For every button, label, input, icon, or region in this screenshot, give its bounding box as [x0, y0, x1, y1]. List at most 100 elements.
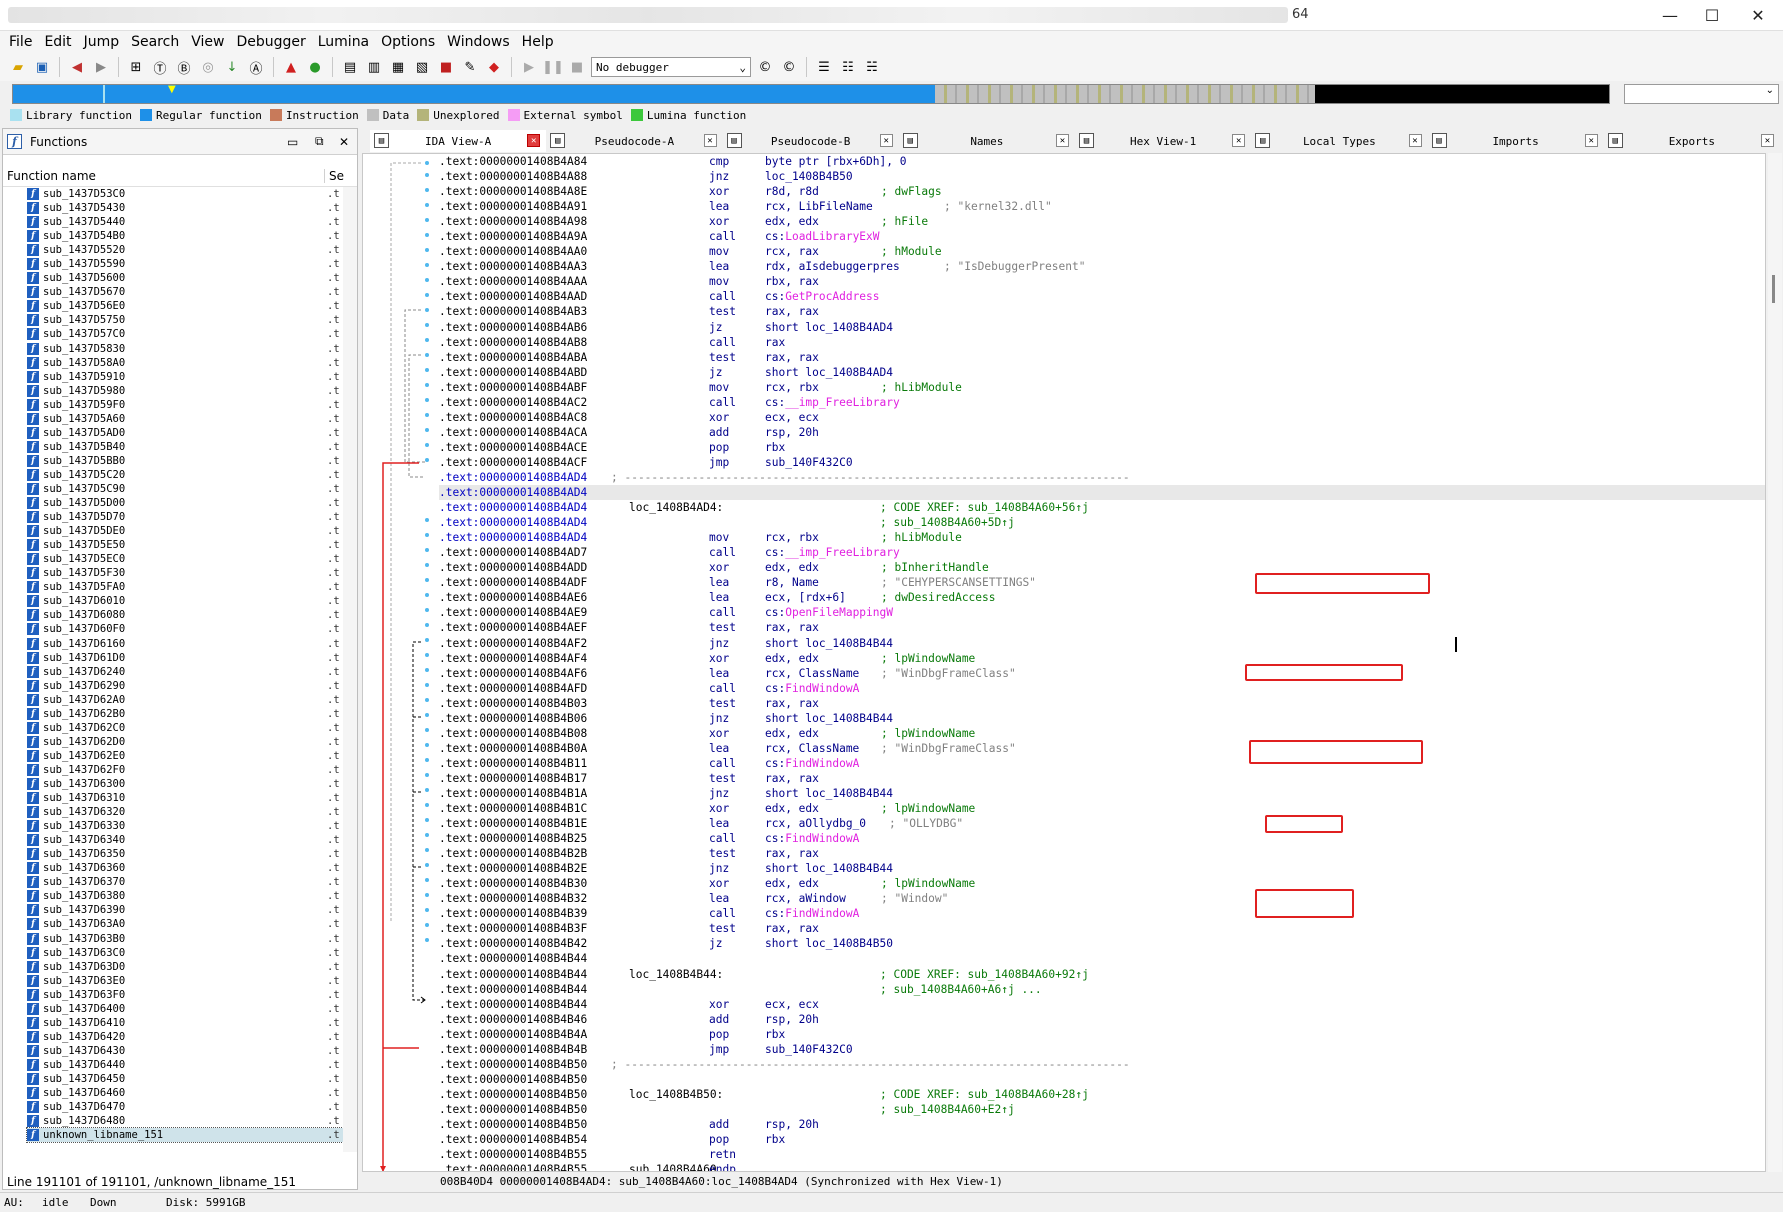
- minimize-button[interactable]: —: [1662, 6, 1678, 25]
- menu-debugger[interactable]: Debugger: [236, 34, 306, 50]
- close-icon[interactable]: ✕: [879, 134, 893, 147]
- disasm-line[interactable]: .text:00000001408B4B50; sub_1408B4A60+E2…: [439, 1102, 1765, 1117]
- tab-pseudocode-b[interactable]: ▤Pseudocode-B✕: [722, 130, 899, 152]
- close-icon[interactable]: ✕: [339, 134, 350, 149]
- forward-icon[interactable]: ▶: [96, 59, 106, 75]
- segment-icon[interactable]: ▤: [343, 59, 357, 75]
- tab-names[interactable]: ▤Names✕: [898, 130, 1075, 152]
- menu-windows[interactable]: Windows: [447, 34, 510, 50]
- disasm-line[interactable]: .text:00000001408B4B44: [439, 951, 1765, 966]
- menu-help[interactable]: Help: [521, 34, 554, 50]
- functions-scrollbar[interactable]: [343, 187, 357, 1152]
- tab-pseudocode-a[interactable]: ▤Pseudocode-A✕: [546, 130, 723, 152]
- float-icon[interactable]: ▭: [287, 134, 299, 149]
- tab-imports[interactable]: ▤Imports✕: [1427, 130, 1604, 152]
- save-icon[interactable]: ▣: [35, 59, 49, 75]
- stop-icon[interactable]: ◆: [489, 59, 499, 75]
- tab-hex-view-1[interactable]: ▤Hex View-1✕: [1075, 130, 1252, 152]
- close-button[interactable]: ✕: [1751, 6, 1765, 25]
- debugger-select[interactable]: No debugger ⌄: [591, 57, 751, 77]
- disassembly-scrollbar[interactable]: [1768, 153, 1782, 1172]
- patch-icon[interactable]: ▧: [415, 59, 429, 75]
- pause-icon[interactable]: ❚❚: [542, 59, 564, 75]
- nav-combo[interactable]: ⌄: [1624, 84, 1779, 104]
- jump-icon[interactable]: ↓: [226, 59, 238, 75]
- column-function-name[interactable]: Function name: [3, 168, 325, 183]
- close-icon[interactable]: ✕: [1408, 134, 1422, 147]
- disasm-line[interactable]: .text:00000001408B4AD4; ----------------…: [439, 470, 1765, 485]
- disasm-line[interactable]: .text:00000001408B4B44; sub_1408B4A60+A6…: [439, 982, 1765, 997]
- disasm-line[interactable]: .text:00000001408B4AD4: [439, 485, 1765, 501]
- tab-local-types[interactable]: ▤Local Types✕: [1251, 130, 1428, 152]
- menu-lumina[interactable]: Lumina: [317, 34, 370, 50]
- run-icon[interactable]: ●: [309, 59, 321, 75]
- menu-jump[interactable]: Jump: [83, 34, 120, 50]
- text-icon[interactable]: Ⓐ: [249, 61, 263, 77]
- script-icon[interactable]: ✎: [464, 59, 476, 75]
- graph-icon[interactable]: ⊞: [130, 59, 142, 75]
- disasm-line[interactable]: .text:00000001408B4AD4; sub_1408B4A60+5D…: [439, 515, 1765, 530]
- close-icon[interactable]: ✕: [703, 134, 717, 147]
